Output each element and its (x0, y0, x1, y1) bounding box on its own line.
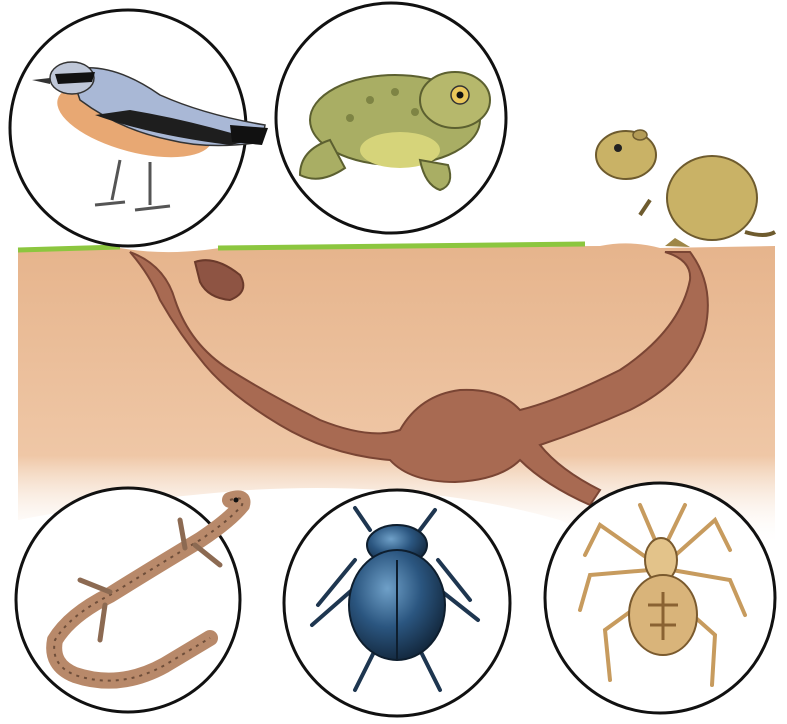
spider-circle (545, 483, 775, 713)
toad-circle (276, 3, 506, 233)
ground-squirrel-icon (596, 130, 775, 247)
lizard-circle (16, 488, 243, 712)
bird-circle (10, 10, 268, 246)
beetle-circle (284, 490, 510, 716)
